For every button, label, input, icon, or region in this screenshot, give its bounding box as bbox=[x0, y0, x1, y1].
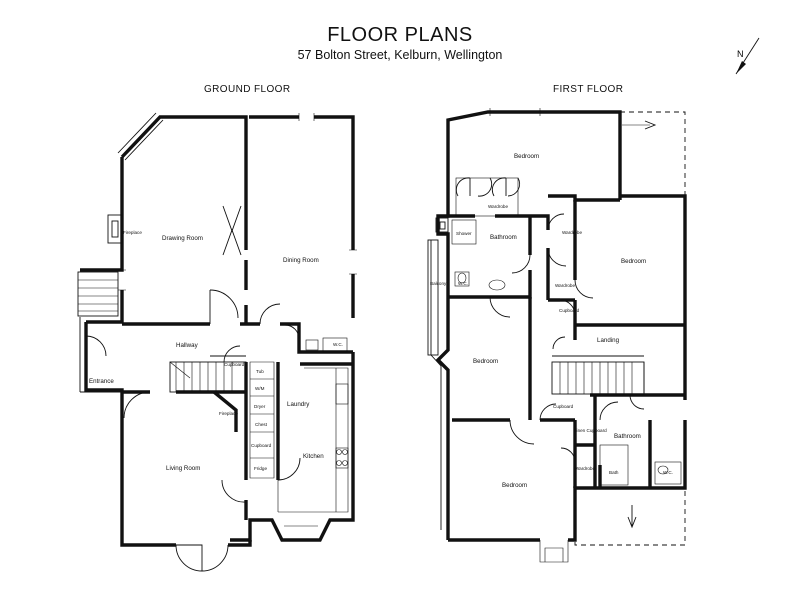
label-cupboard-ground: Cupboard bbox=[224, 362, 245, 367]
label-wm: W/M bbox=[255, 386, 265, 391]
label-fireplace-living: Fireplace bbox=[219, 411, 238, 416]
room-bedroom-3: Bedroom bbox=[473, 358, 498, 365]
room-kitchen: Kitchen bbox=[303, 453, 324, 460]
label-wc-1: W.C. bbox=[458, 281, 468, 286]
label-wc-ground: W.C. bbox=[333, 342, 343, 347]
room-dining-room: Dining Room bbox=[283, 257, 319, 264]
room-bedroom-4: Bedroom bbox=[502, 482, 527, 489]
label-bath: Bath bbox=[609, 470, 619, 475]
label-tub: Tub bbox=[256, 369, 264, 374]
label-wc-2: W.C. bbox=[663, 470, 673, 475]
first-floor-label: FIRST FLOOR bbox=[553, 84, 624, 95]
label-wardrobe-4: Wardrobe bbox=[575, 466, 595, 471]
ground-floor-plan: Drawing Room Dining Room Hallway Entranc… bbox=[77, 112, 357, 572]
label-fireplace-drawing: Fireplace bbox=[123, 230, 142, 235]
label-cupboard-2: Cupboard bbox=[553, 404, 574, 409]
room-bedroom-2: Bedroom bbox=[621, 258, 646, 265]
label-chest: Chest bbox=[255, 422, 268, 427]
label-wardrobe-3: Wardrobe bbox=[555, 283, 575, 288]
label-shower: Shower bbox=[456, 231, 472, 236]
room-living-room: Living Room bbox=[166, 465, 200, 472]
room-bathroom-2: Bathroom bbox=[614, 433, 641, 440]
label-dryer: Dryer bbox=[254, 404, 266, 409]
label-cupboard-kitchen: Cupboard bbox=[251, 443, 272, 448]
label-linen-cupboard: Linen Cupboard bbox=[574, 428, 607, 433]
room-drawing-room: Drawing Room bbox=[162, 235, 203, 242]
label-fridge: Fridge bbox=[254, 466, 267, 471]
label-wardrobe-1: Wardrobe bbox=[488, 204, 508, 209]
ground-floor-label: GROUND FLOOR bbox=[204, 84, 291, 95]
label-wardrobe-2: Wardrobe bbox=[562, 230, 582, 235]
room-bedroom-1: Bedroom bbox=[514, 153, 539, 160]
plan-title: FLOOR PLANS bbox=[327, 24, 473, 46]
label-balcony: Balcony bbox=[430, 281, 447, 286]
room-laundry: Laundry bbox=[287, 401, 310, 408]
room-landing: Landing bbox=[597, 337, 620, 344]
north-arrow-icon: N bbox=[735, 37, 760, 75]
plan-address: 57 Bolton Street, Kelburn, Wellington bbox=[297, 48, 503, 62]
room-bathroom-1: Bathroom bbox=[490, 234, 517, 241]
room-hallway: Hallway bbox=[176, 342, 199, 349]
north-label: N bbox=[737, 49, 744, 59]
first-floor-plan: Bedroom Wardrobe Shower Bathroom W.C. Wa… bbox=[427, 108, 687, 563]
label-cupboard-1: Cupboard bbox=[559, 308, 580, 313]
room-entrance: Entrance bbox=[89, 378, 114, 385]
